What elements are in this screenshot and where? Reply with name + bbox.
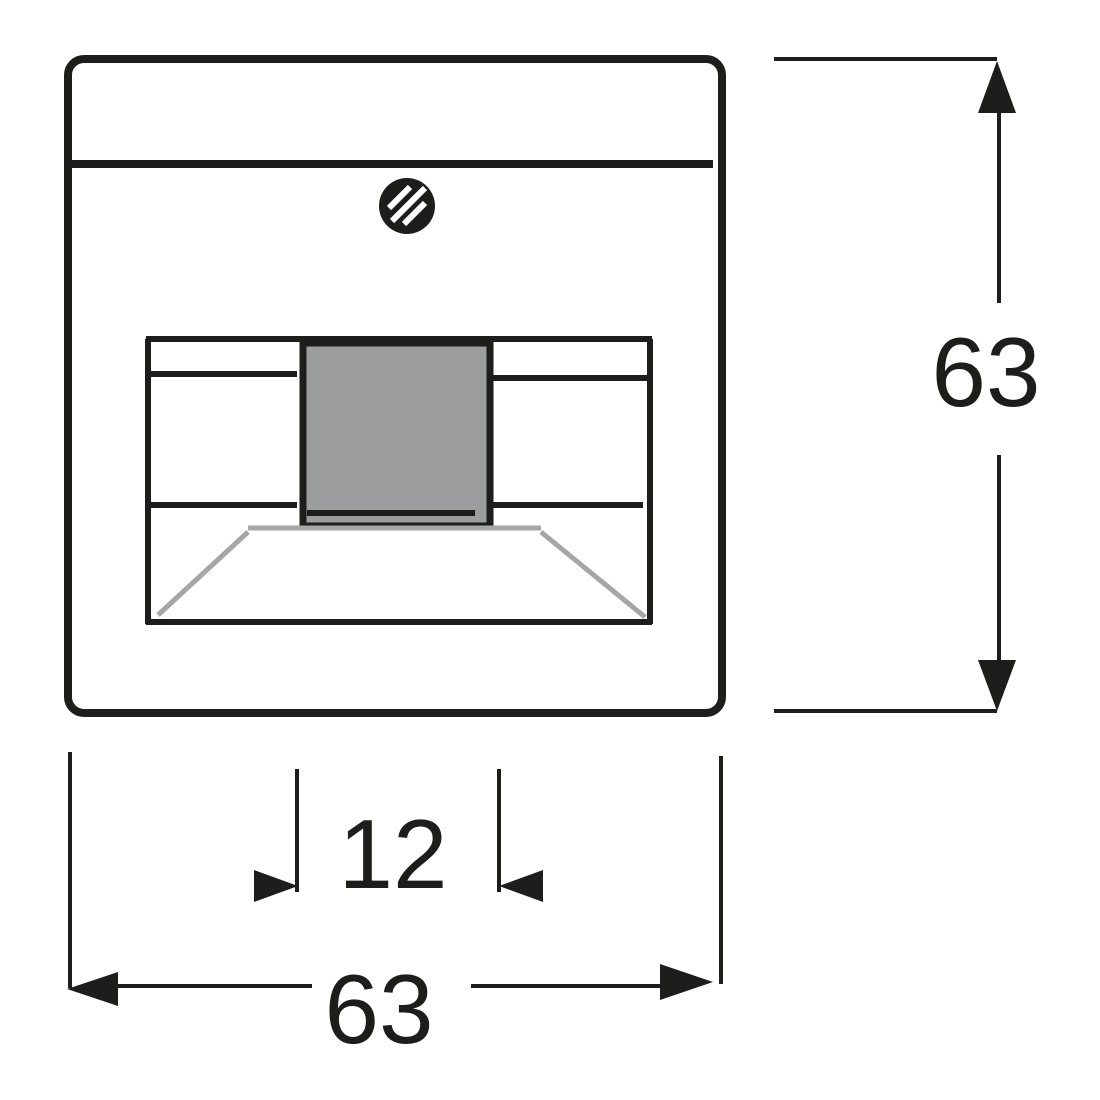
width-dimension: 63 xyxy=(67,752,723,1064)
plate-outline xyxy=(64,55,726,717)
width-dimension-label: 63 xyxy=(324,954,433,1064)
height-arrow-up-icon xyxy=(978,61,1016,113)
height-arrow-down-icon xyxy=(978,660,1016,711)
width-arrow-left-icon xyxy=(67,972,118,1006)
width-arrow-right-icon xyxy=(660,964,713,1000)
screw-icon xyxy=(379,178,435,234)
opening-dimension-label: 12 xyxy=(338,799,447,909)
jack-insert xyxy=(145,336,653,625)
hidden-edges xyxy=(156,525,647,619)
height-dimension-label: 63 xyxy=(931,317,1040,427)
height-dimension: 63 xyxy=(774,57,1041,713)
cover-plate xyxy=(64,55,726,717)
opening-dimension: 12 xyxy=(254,769,543,909)
opening-arrow-left-icon xyxy=(254,870,298,902)
rj45-port xyxy=(299,339,494,530)
opening-arrow-right-icon xyxy=(499,870,543,902)
